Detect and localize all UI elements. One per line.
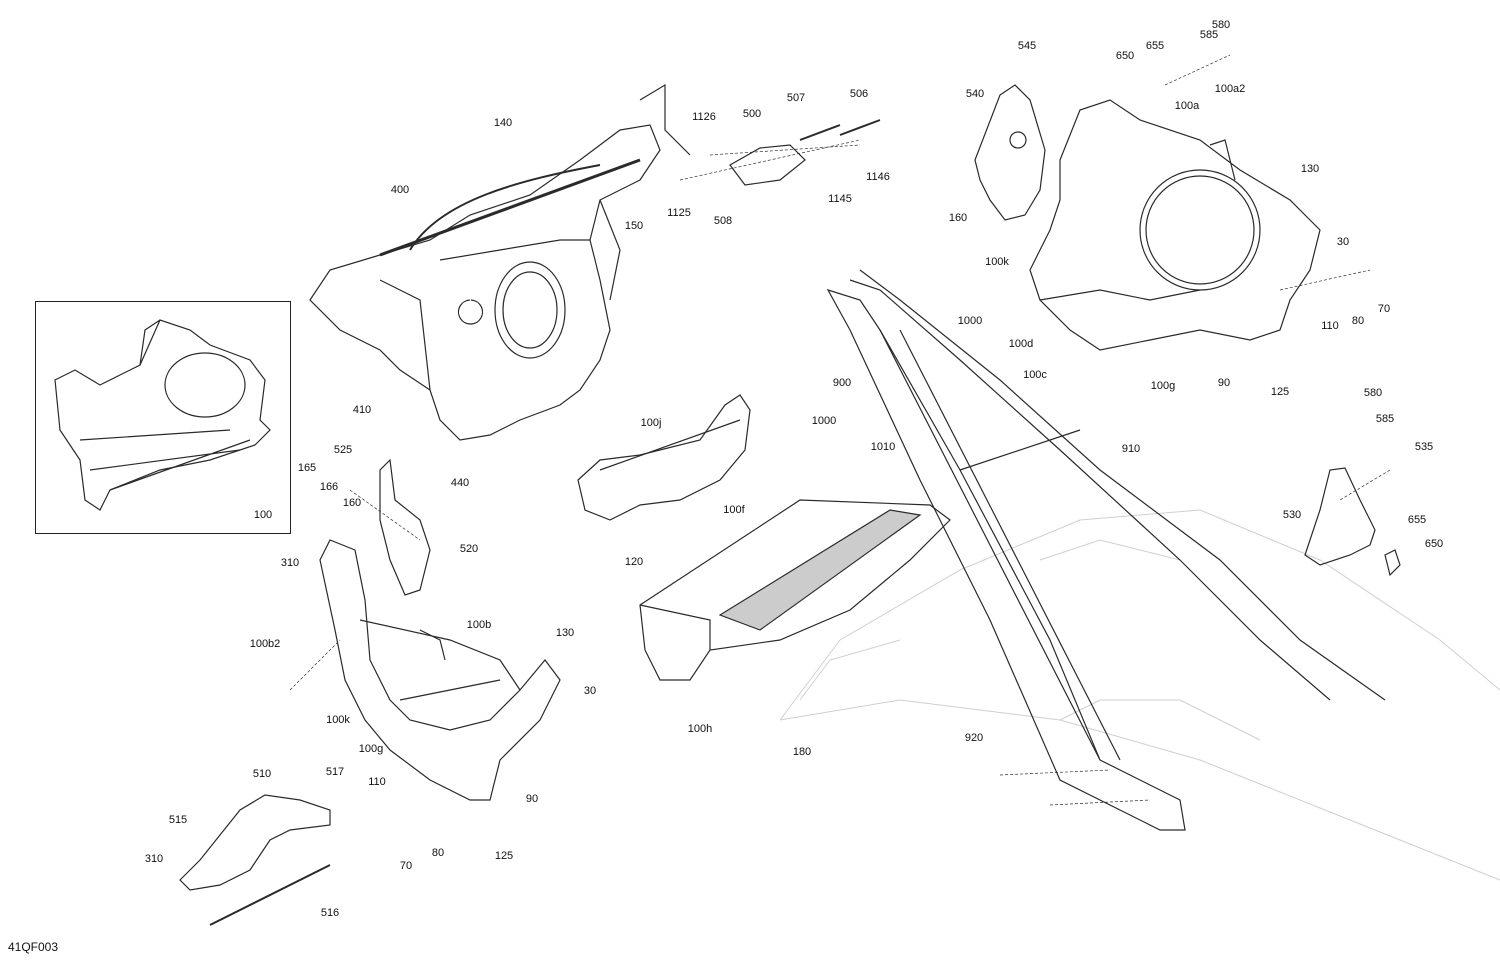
callout-label: 540 xyxy=(965,88,985,100)
callout-label: 920 xyxy=(964,732,984,744)
callout-label: 506 xyxy=(849,88,869,100)
callout-label: 110 xyxy=(368,776,386,788)
rail-900-910 xyxy=(826,269,1386,831)
callout-label: 910 xyxy=(1121,443,1141,455)
callout-label: 1126 xyxy=(692,111,716,123)
callout-label: 900 xyxy=(832,377,852,389)
frame-100a xyxy=(1029,99,1321,351)
callout-label: 30 xyxy=(583,685,597,697)
callout-label: 585 xyxy=(1199,29,1219,41)
bracket-540 xyxy=(974,84,1046,221)
callout-label: 650 xyxy=(1115,50,1135,62)
callout-label: 100k xyxy=(985,256,1009,268)
callout-label: 500 xyxy=(742,108,762,120)
callout-label: 100b xyxy=(466,619,492,631)
callout-label: 100d xyxy=(1008,338,1034,350)
drawing-code: 41QF003 xyxy=(8,940,59,954)
callout-label: 1125 xyxy=(667,207,691,219)
callout-label: 545 xyxy=(1017,40,1037,52)
callout-label: 1146 xyxy=(866,171,890,183)
callout-label: 160 xyxy=(948,212,968,224)
callout-label: 650 xyxy=(1424,538,1444,550)
callout-label: 100c xyxy=(1023,369,1047,381)
callout-label: 100f xyxy=(723,504,745,516)
callout-label: 507 xyxy=(786,92,806,104)
callout-label: 90 xyxy=(525,793,539,805)
inset-frame-assembly xyxy=(54,319,271,511)
callout-label: 508 xyxy=(713,215,733,227)
callout-label: 655 xyxy=(1407,514,1427,526)
callout-label: 1000 xyxy=(957,315,983,327)
callout-label: 1010 xyxy=(870,441,896,453)
callout-label: 70 xyxy=(1377,303,1391,315)
callout-label: 520 xyxy=(459,543,479,555)
callout-label: 125 xyxy=(494,850,514,862)
callout-label: 100h xyxy=(687,723,713,735)
callout-label: 166 xyxy=(319,481,339,493)
bracket-500 xyxy=(729,119,881,186)
callout-label: 530 xyxy=(1282,509,1302,521)
callout-label: 100a2 xyxy=(1214,83,1246,95)
callout-label: 585 xyxy=(1375,413,1395,425)
callout-label: 400 xyxy=(390,184,410,196)
callout-label: 100g xyxy=(358,743,384,755)
callout-label: 160 xyxy=(342,497,362,509)
callout-label: 100g xyxy=(1150,380,1176,392)
callout-label: 655 xyxy=(1145,40,1165,52)
callout-label: 525 xyxy=(333,444,353,456)
callout-label: 515 xyxy=(168,814,188,826)
callout-label: 440 xyxy=(450,477,470,489)
ghost-vehicle-body xyxy=(779,509,1500,881)
bracket-520 xyxy=(379,458,431,596)
frame-100b xyxy=(319,539,561,801)
callout-label: 1000 xyxy=(811,415,837,427)
callout-label: 1145 xyxy=(828,193,852,205)
callout-label: 130 xyxy=(555,627,575,639)
callout-label: 517 xyxy=(325,766,345,778)
callout-label: 150 xyxy=(624,220,644,232)
callout-label: 100 xyxy=(253,509,273,521)
callout-label: 535 xyxy=(1414,441,1434,453)
callout-label: 310 xyxy=(280,557,300,569)
callout-label: 100j xyxy=(640,417,662,429)
callout-label: 100k xyxy=(326,714,350,726)
leader-lines xyxy=(289,54,1391,806)
callout-label: 165 xyxy=(297,462,317,474)
callout-label: 30 xyxy=(1336,236,1350,248)
callout-label: 516 xyxy=(320,907,340,919)
callout-label: 310 xyxy=(144,853,164,865)
callout-label: 510 xyxy=(252,768,272,780)
callout-label: 110 xyxy=(1321,320,1339,332)
callout-label: 100b2 xyxy=(249,638,281,650)
callout-label: 80 xyxy=(1351,315,1365,327)
callout-label: 100a xyxy=(1174,100,1200,112)
callout-label: 580 xyxy=(1211,19,1231,31)
tray-100f xyxy=(639,499,951,681)
callout-label: 410 xyxy=(352,404,372,416)
callout-label: 80 xyxy=(431,847,445,859)
bracket-510 xyxy=(179,794,331,926)
callout-label: 580 xyxy=(1363,387,1383,399)
frame-400 xyxy=(309,83,691,441)
callout-label: 90 xyxy=(1217,377,1231,389)
callout-label: 130 xyxy=(1300,163,1320,175)
callout-label: 70 xyxy=(399,860,413,872)
callout-label: 140 xyxy=(493,117,513,129)
bracket-530 xyxy=(1304,467,1401,577)
callout-label: 120 xyxy=(624,556,644,568)
callout-label: 125 xyxy=(1270,386,1290,398)
inset-box xyxy=(35,301,291,534)
plate-100j xyxy=(577,394,751,521)
callout-label: 180 xyxy=(792,746,812,758)
